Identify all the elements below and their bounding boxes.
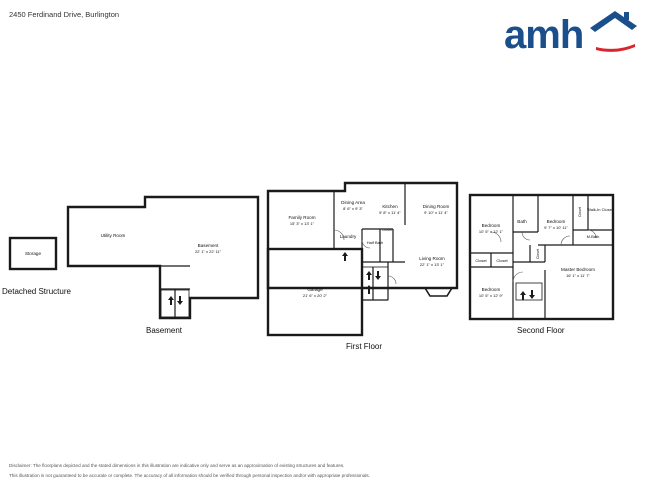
room-dims-bedroom-nw: 10' 5" x 12' 1" — [479, 229, 504, 234]
room-label-bedroom-nw: Bedroom — [482, 223, 501, 228]
room-label-bedroom-sw: Bedroom — [482, 287, 501, 292]
room-dims-garage: 21' 6" x 20' 2" — [303, 293, 328, 298]
caption-detached: Detached Structure — [2, 287, 71, 296]
room-label-garage: Garage — [307, 287, 323, 292]
caption-basement: Basement — [146, 326, 183, 335]
room-label-family: Family Room — [288, 215, 315, 220]
room-label-master-bedroom: Master Bedroom — [561, 267, 595, 272]
room-dims-master-bedroom: 16' 1" x 11' 7" — [566, 273, 590, 278]
room-dims-basement: 22' 1" x 22' 11" — [195, 249, 222, 254]
room-label-closet-ne: Closet — [578, 207, 582, 217]
room-label-walk-in-closet: Walk-In Closet — [587, 207, 614, 212]
room-dims-bedroom-sw: 10' 5" x 12' 9" — [479, 293, 504, 298]
bay-window — [424, 287, 453, 297]
room-dims-bedroom-ne: 9' 7" x 10' 11" — [544, 225, 568, 230]
garage-outline — [266, 247, 364, 337]
room-dims-kitchen: 9' 8" x 11' 4" — [379, 210, 401, 215]
property-address: 2450 Ferdinand Drive, Burlington — [9, 10, 120, 19]
room-label-bath: Bath — [517, 219, 527, 224]
stairs-basement — [160, 289, 190, 318]
room-label-storage: Storage — [25, 251, 42, 256]
stair-arrow-down-icon — [375, 271, 381, 280]
room-label-utility: Utility Room — [101, 233, 126, 238]
second-floor-outline — [468, 193, 615, 321]
stair-arrow-down-icon — [529, 290, 535, 299]
room-label-closet-first: Closet — [382, 228, 392, 232]
basement-outline — [66, 195, 260, 320]
amh-logo: amh — [504, 11, 637, 54]
stairs-second — [515, 282, 543, 301]
house-roof-icon — [590, 11, 637, 32]
room-dims-dining-area: 8' 6" x 9' 3" — [343, 206, 363, 211]
disclaimer-line-2: This illustration is not guaranteed to b… — [9, 473, 370, 478]
room-dims-dining-room: 9' 10" x 11' 4" — [424, 210, 448, 215]
disclaimer: Disclaimer: The floorplans depicted and … — [9, 461, 609, 481]
room-label-kitchen: Kitchen — [382, 204, 398, 209]
house-chimney-icon — [624, 12, 629, 20]
disclaimer-line-1: Disclaimer: The floorplans depicted and … — [9, 463, 345, 468]
room-label-dining-area: Dining Area — [341, 200, 365, 205]
stair-arrow-up-icon — [342, 252, 348, 261]
room-label-master-bath: M.Bath — [587, 234, 600, 239]
caption-second-floor: Second Floor — [517, 326, 565, 335]
logo-text: amh — [504, 13, 583, 54]
room-label-bedroom-ne: Bedroom — [547, 219, 566, 224]
logo-swoosh-icon — [596, 44, 635, 52]
stair-arrow-up-icon — [168, 296, 174, 305]
room-label-living: Living Room — [419, 256, 445, 261]
stair-arrow-up-icon — [366, 271, 372, 280]
room-label-dining-room: Dining Room — [423, 204, 450, 209]
room-label-basement: Basement — [198, 243, 219, 248]
stair-arrow-down-icon — [177, 296, 183, 305]
room-label-closet-mid: Closet — [496, 258, 508, 263]
stair-arrow-up-icon — [520, 291, 526, 300]
room-label-half-bath: Half Bath — [367, 240, 383, 245]
room-label-laundry: Laundry — [340, 234, 357, 239]
room-label-closet-left: Closet — [475, 258, 487, 263]
stair-arrow-up-icon — [366, 285, 372, 294]
room-label-closet-hall: Closet — [536, 249, 540, 259]
room-dims-living: 22' 1" x 13' 1" — [420, 262, 445, 267]
storage-outline — [8, 236, 58, 271]
stairs-first — [361, 266, 389, 301]
room-dims-family: 15' 3" x 13' 1" — [290, 221, 315, 226]
caption-first-floor: First Floor — [346, 342, 382, 351]
